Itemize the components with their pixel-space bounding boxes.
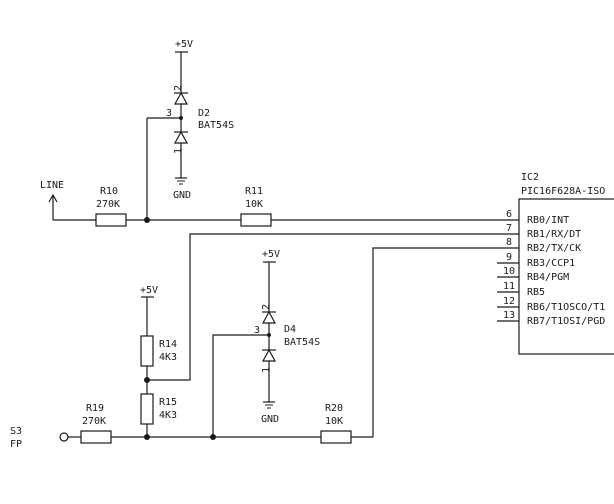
- ic2-part: PIC16F628A-ISO: [521, 186, 605, 197]
- s3-ref: S3: [10, 426, 22, 437]
- junction-dot: [144, 434, 150, 440]
- r19-ref: R19: [86, 403, 104, 414]
- pin-9-number: 9: [506, 252, 512, 263]
- wire-r20-pin8: [351, 247, 497, 438]
- d2-upper-diode-icon: [173, 91, 189, 105]
- line-input: LINE: [40, 180, 64, 220]
- d2-ref: D2: [198, 108, 210, 119]
- r15-ref: R15: [159, 397, 177, 408]
- r14-supply-label: +5V: [140, 285, 158, 296]
- ic2-ref: IC2: [521, 172, 539, 183]
- r10-value: 270K: [96, 199, 120, 210]
- s3-name: FP: [10, 439, 22, 450]
- d4-upper-diode-icon: [261, 310, 277, 324]
- line-label: LINE: [40, 180, 64, 191]
- wire-junction-d4: [212, 334, 269, 437]
- pin-10-number: 10: [503, 266, 515, 277]
- d2: +5V GND 2 1 3 D2 BAT54S: [166, 39, 234, 201]
- r10-ref: R10: [100, 186, 118, 197]
- d4-ref: D4: [284, 324, 296, 335]
- r11-body: [240, 213, 272, 227]
- wire-pin7-divider: [147, 233, 497, 381]
- d2-pin3: 3: [166, 108, 172, 119]
- d4-mid-dot: [267, 333, 271, 337]
- d4-pin1: 1: [261, 367, 272, 373]
- s3-terminal-icon: [59, 432, 69, 442]
- r11-value: 10K: [245, 199, 263, 210]
- r10: R10 270K: [95, 186, 127, 227]
- r14-ref: R14: [159, 339, 177, 350]
- r19: R19 270K: [80, 403, 112, 444]
- r11-ref: R11: [245, 186, 263, 197]
- pin-10-name: RB4/PGM: [527, 272, 569, 283]
- pin-6-number: 6: [506, 209, 512, 220]
- d2-pin2: 2: [173, 85, 184, 91]
- r19-body: [80, 430, 112, 444]
- d4: +5V GND 2 1 3 D4 BAT54S: [254, 249, 320, 425]
- r19-value: 270K: [82, 416, 106, 427]
- d2-ground-label: GND: [173, 190, 191, 201]
- r15-body: [140, 393, 154, 425]
- r14-value: 4K3: [159, 352, 177, 363]
- d2-supply-label: +5V: [175, 39, 193, 50]
- r14: +5V R14 4K3: [140, 285, 177, 367]
- d2-mid-dot: [179, 116, 183, 120]
- r20: R20 10K: [320, 403, 352, 444]
- pin-8-name: RB2/TX/CK: [527, 243, 581, 254]
- pin-11-name: RB5: [527, 287, 545, 298]
- d2-part: BAT54S: [198, 120, 234, 131]
- r20-value: 10K: [325, 416, 343, 427]
- d4-part: BAT54S: [284, 337, 320, 348]
- pin-12-number: 12: [503, 296, 515, 307]
- pin-9-name: RB3/CCP1: [527, 258, 575, 269]
- pin-11-number: 11: [503, 281, 515, 292]
- r11: R11 10K: [240, 186, 272, 227]
- s3-input: S3 FP: [10, 426, 69, 450]
- d4-pin3: 3: [254, 325, 260, 336]
- d4-ground-label: GND: [261, 414, 279, 425]
- d4-pin2: 2: [261, 304, 272, 310]
- pin-13-name: RB7/T1OSI/PGD: [527, 316, 605, 327]
- d4-supply-label: +5V: [262, 249, 280, 260]
- r10-body: [95, 213, 127, 227]
- pin-12-name: RB6/T1OSCO/T1: [527, 302, 605, 313]
- pin-13-number: 13: [503, 310, 515, 321]
- d2-lower-diode-icon: [173, 130, 189, 144]
- r20-body: [320, 430, 352, 444]
- d4-lower-diode-icon: [261, 348, 277, 362]
- ic2: IC2 PIC16F628A-ISO 6 7 8 9 10 11 12 13 R…: [497, 172, 614, 355]
- junction-dot: [144, 377, 150, 383]
- pin-7-number: 7: [506, 223, 512, 234]
- r15-value: 4K3: [159, 410, 177, 421]
- r15: R15 4K3: [140, 393, 177, 425]
- pin-8-number: 8: [506, 237, 512, 248]
- r20-ref: R20: [325, 403, 343, 414]
- line-arrow-icon: [48, 193, 58, 203]
- pin-7-name: RB1/RX/DT: [527, 229, 581, 240]
- r14-body: [140, 335, 154, 367]
- pin-6-name: RB0/INT: [527, 215, 569, 226]
- d2-pin1: 1: [173, 148, 184, 154]
